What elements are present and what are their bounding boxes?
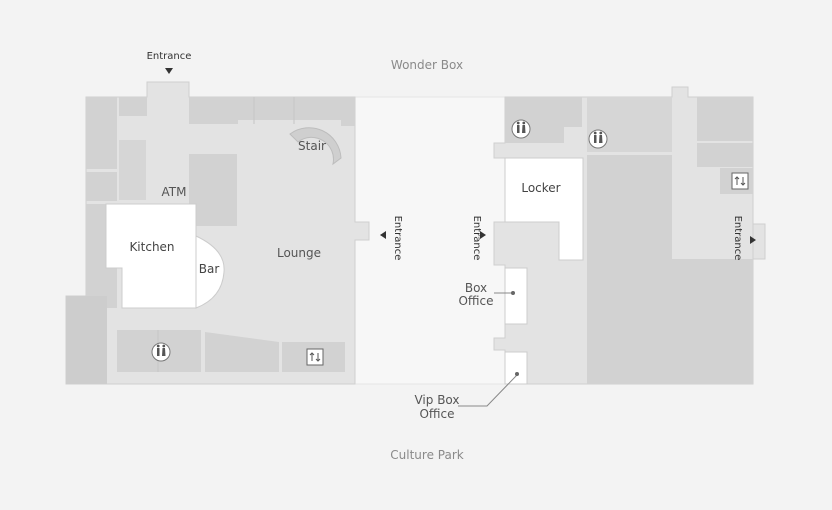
restroom-icon: [151, 342, 171, 362]
wall-block: [119, 97, 147, 116]
bar-counter: [195, 235, 225, 309]
stair-shape: [289, 127, 342, 166]
wall-block: [697, 97, 753, 141]
locker-label: Locker: [521, 181, 560, 195]
atm-block: [189, 154, 237, 226]
wall-block: [119, 140, 146, 200]
entrance-arrow-icon: [480, 231, 486, 239]
locker-room: [504, 157, 584, 261]
wall-block: [66, 296, 107, 384]
entrance-label: Entrance: [471, 216, 482, 261]
box-office-room: [504, 267, 528, 325]
vip-box-office-label-line1: Vip Box: [414, 393, 459, 407]
wall-block: [697, 143, 753, 167]
wall-block: [205, 332, 279, 372]
entrance-label: Entrance: [147, 51, 192, 62]
lounge-label: Lounge: [277, 246, 321, 260]
entrance-arrow-icon: [380, 231, 386, 239]
street-label-south: Culture Park: [390, 448, 463, 462]
vip-box-office-room: [504, 351, 528, 385]
box-office-label-line2: Office: [458, 294, 493, 308]
vip-box-office-label-line2: Office: [419, 407, 454, 421]
kitchen-label: Kitchen: [129, 240, 174, 254]
stair-label: Stair: [298, 139, 326, 153]
entrance-porch: [752, 223, 766, 260]
restroom-icon: [511, 119, 531, 139]
left-building: [65, 81, 370, 385]
vip-box-office-leader: [458, 374, 518, 407]
kitchen-room: [105, 203, 197, 309]
entrance-label: Entrance: [732, 216, 743, 261]
entrance-arrow-icon: [165, 68, 173, 74]
bar-label: Bar: [199, 262, 220, 276]
entrance-arrow-icon: [750, 236, 756, 244]
wall-block: [86, 97, 117, 169]
right-building: [493, 86, 766, 385]
box-office-label-line1: Box: [465, 281, 487, 295]
elevator-icon: [306, 348, 324, 366]
atm-label: ATM: [162, 185, 187, 199]
hall-block: [587, 155, 753, 384]
elevator-icon: [731, 172, 749, 190]
wall-block: [189, 97, 355, 126]
wall-block: [86, 172, 117, 201]
entrance-label: Entrance: [392, 216, 403, 261]
corridor: [354, 96, 506, 385]
restroom-icon: [588, 129, 608, 149]
street-label-north: Wonder Box: [391, 58, 463, 72]
